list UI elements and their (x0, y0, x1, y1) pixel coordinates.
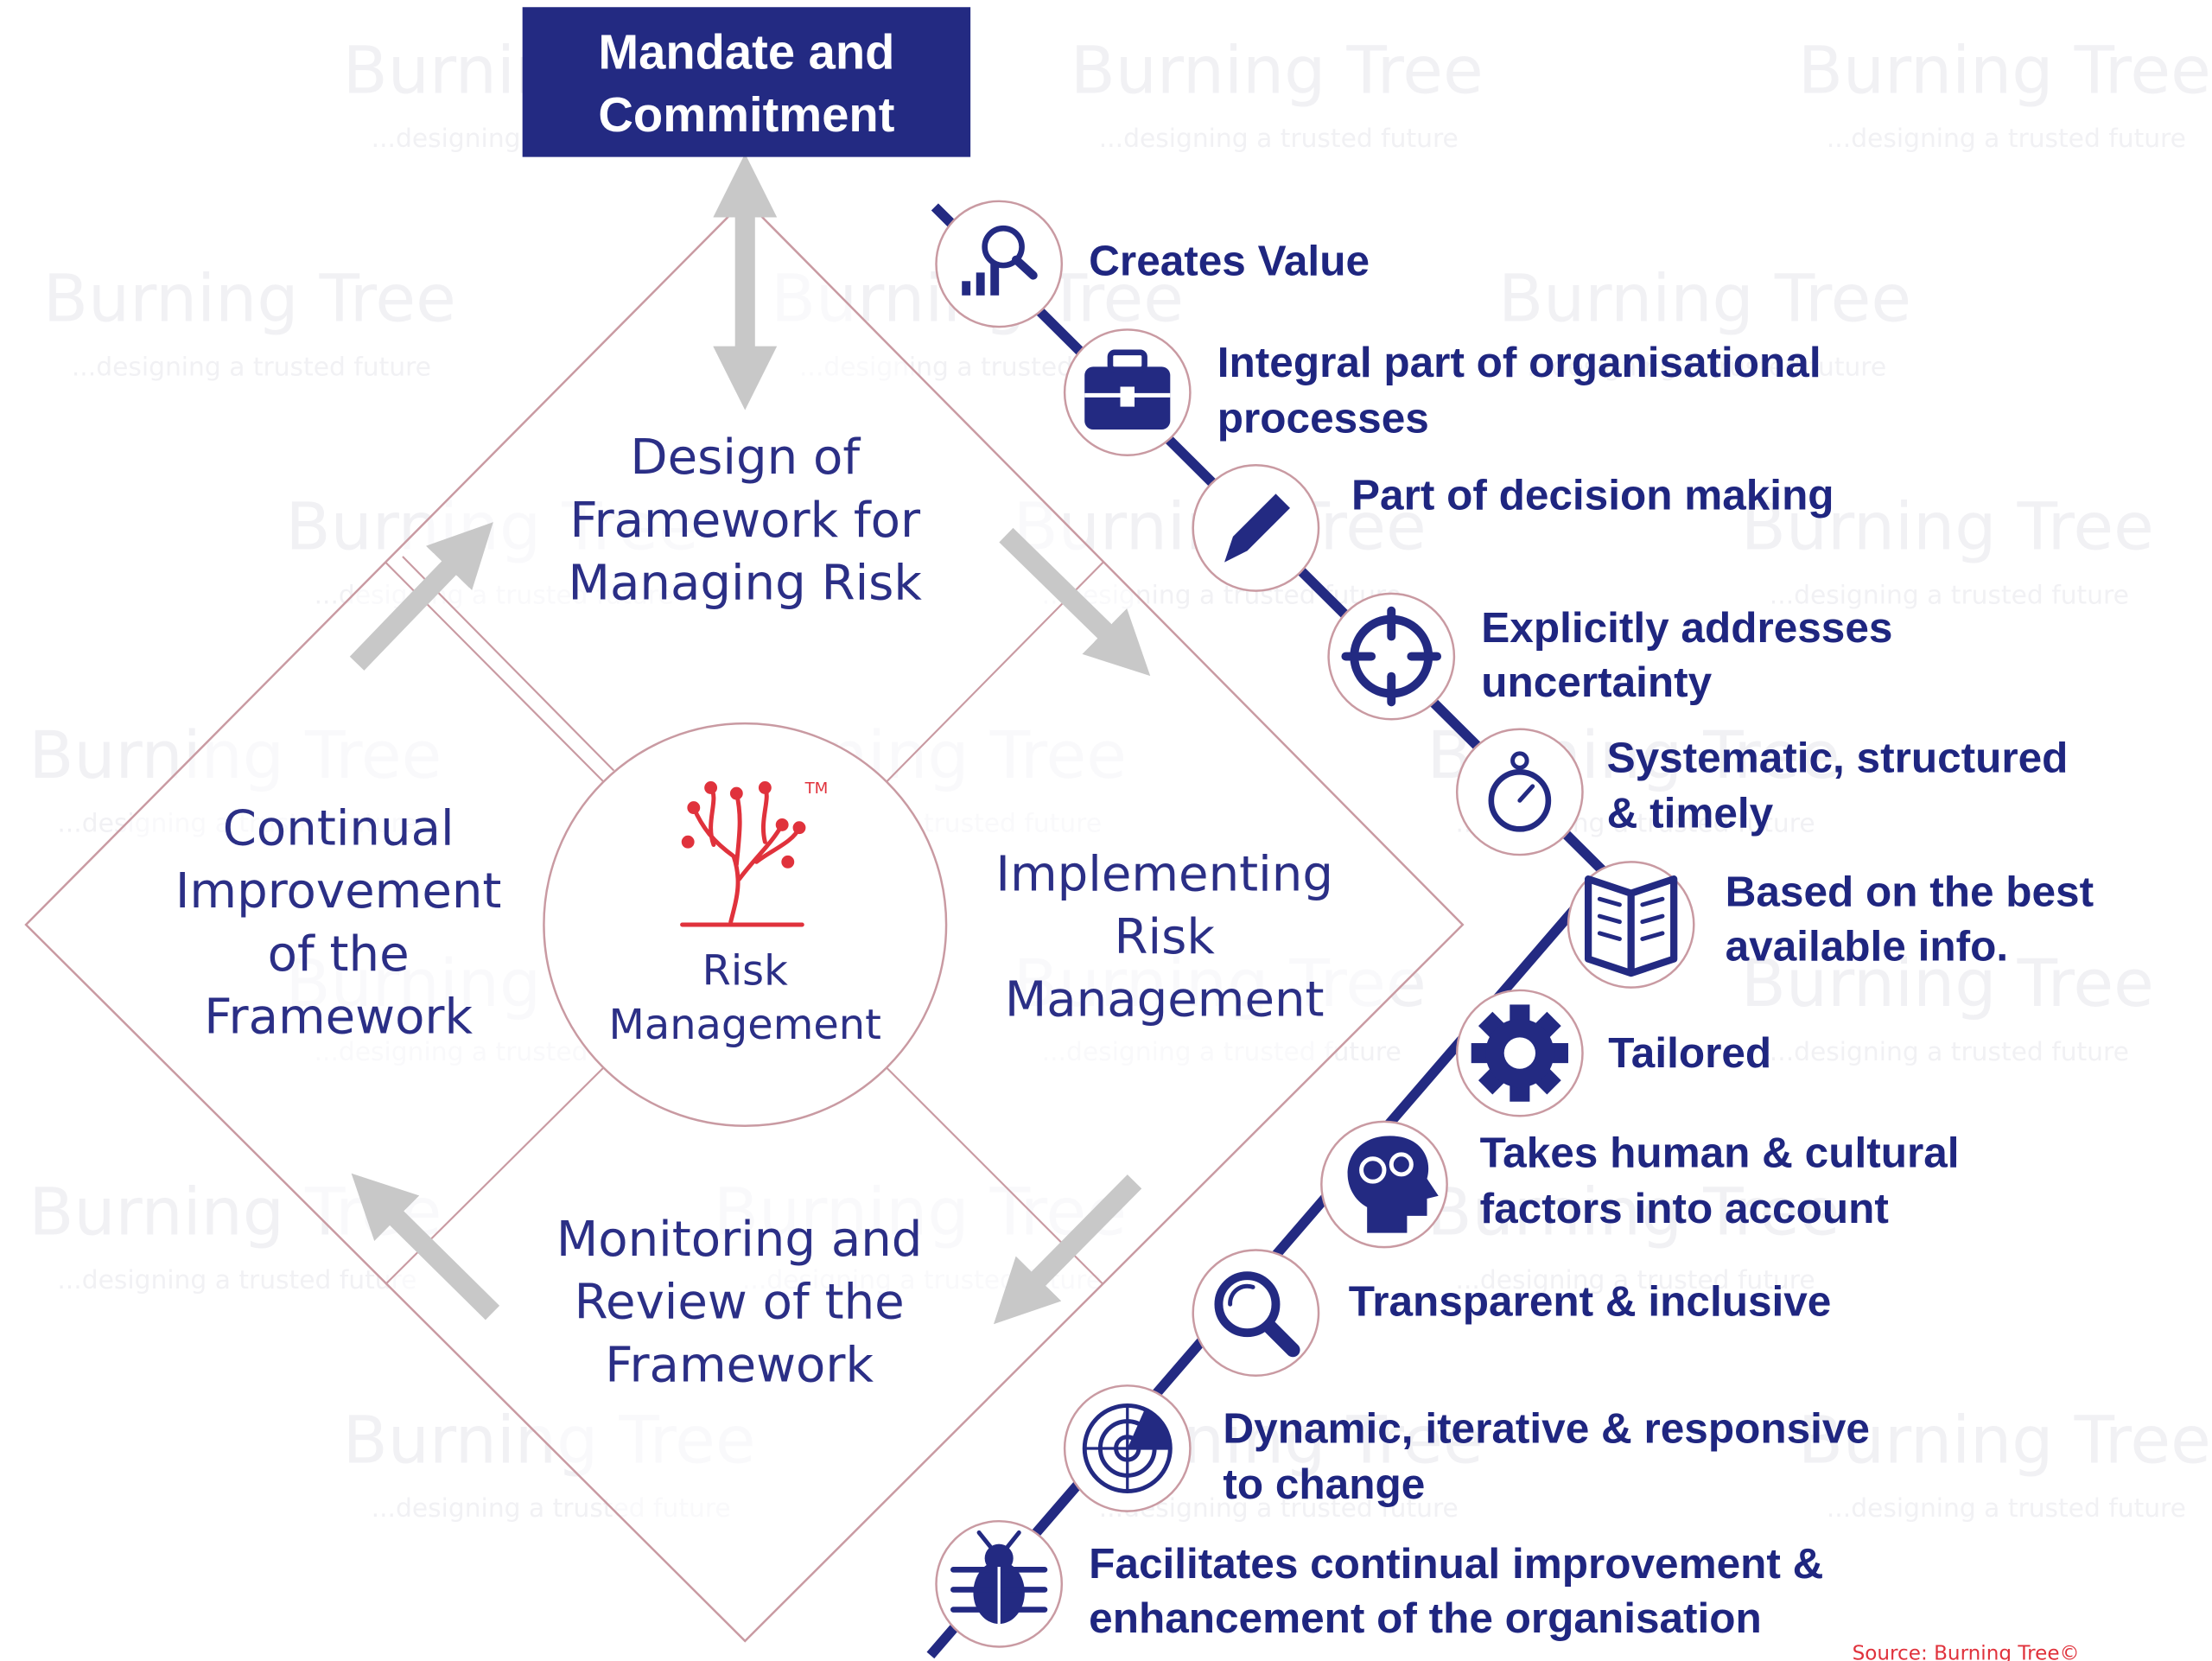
top-quadrant-line-3: Managing Risk (569, 556, 923, 612)
watermark-text: Burning Tree (1741, 945, 2154, 1021)
principle-item: Creates Value (935, 200, 1370, 328)
cycle-arrows (349, 153, 1151, 1325)
watermark-text: Burning Tree (1798, 1402, 2211, 1478)
left-quadrant-line-1: Continual (223, 801, 454, 857)
watermark-text: Burning Tree (1798, 32, 2211, 108)
principle-item: Based on the best available info. (1567, 861, 2094, 989)
principle-label: Explicitly addresses (1481, 604, 1892, 652)
watermark-tagline: ...designing a trusted future (1099, 124, 1459, 154)
watermark-tagline: ...designing a trusted future (1770, 580, 2129, 610)
principle-item: Part of decision making (1192, 464, 1834, 592)
principle-label: Dynamic, iterative & responsive (1223, 1404, 1870, 1452)
watermark-text: Burning Tree (43, 261, 456, 337)
watermark-tagline: ...designing a trusted future (72, 352, 431, 382)
principle-label: Facilitates continual improvement & (1089, 1540, 1823, 1588)
tree-logo-icon (680, 781, 806, 927)
bottom-quadrant-line-3: Framework (605, 1337, 874, 1393)
left-quadrant-line-4: Framework (204, 989, 473, 1045)
principle-label: Takes human & cultural (1480, 1130, 1960, 1177)
principle-label: enhancement of the organisation (1089, 1594, 1762, 1642)
principle-item: Explicitly addresses uncertainty (1327, 592, 1892, 721)
principle-label: Transparent & inclusive (1349, 1277, 1832, 1325)
stopwatch-icon (1488, 751, 1552, 832)
bug-icon (950, 1530, 1048, 1625)
watermark-tagline: ...designing a trusted future (1827, 1493, 2186, 1524)
center-label-line-2: Management (609, 1002, 881, 1049)
top-quadrant-line-2: Framework for (569, 493, 921, 549)
arrow-down-left (993, 1174, 1142, 1325)
right-quadrant-line-2: Risk (1115, 909, 1216, 965)
principle-label: Tailored (1608, 1029, 1771, 1077)
watermark-text: Burning Tree (1498, 261, 1911, 337)
watermark-tagline: ...designing a trusted future (57, 1265, 416, 1295)
watermark-tagline: ...designing a trusted future (1527, 352, 1886, 382)
mandate-title-line-2: Commitment (598, 87, 894, 142)
watermark-text: Burning Tree (1427, 1174, 1840, 1250)
principle-label: to change (1223, 1461, 1425, 1508)
gear-icon (1471, 1004, 1568, 1102)
mandate-box (522, 7, 971, 157)
principle-label: Creates Value (1089, 238, 1370, 285)
source-credit: Source: Burning Tree© (1853, 1642, 2080, 1661)
radar-icon (1082, 1403, 1173, 1493)
watermark-tagline: ...designing a trusted future (1827, 124, 2186, 154)
watermark-text: Burning Tree (1071, 32, 1484, 108)
pencil-icon (1224, 493, 1291, 563)
watermark-text: Burning Tree (1741, 489, 2154, 565)
principle-label: Integral part of organisational (1217, 339, 1821, 386)
left-quadrant-line-2: Improvement (175, 863, 502, 920)
principle-item: Takes human & cultural factors into accou… (1320, 1120, 1960, 1249)
arrow-up-right (349, 522, 493, 671)
trademark-mark: TM (804, 780, 829, 798)
mandate-title-line-1: Mandate and (598, 24, 894, 79)
right-quadrant-line-1: Implementing (995, 846, 1333, 902)
principle-label: Part of decision making (1351, 471, 1834, 519)
principle-label: uncertainty (1481, 659, 1712, 706)
crosshair-icon (1341, 606, 1442, 707)
principle-label: Based on the best (1726, 869, 2094, 916)
right-quadrant-line-3: Management (1005, 972, 1325, 1028)
principle-item: Dynamic, iterative & responsive to change (1063, 1384, 1870, 1512)
principle-label: factors into account (1480, 1185, 1889, 1232)
principle-label: Systematic, structured (1607, 734, 2069, 781)
principle-item: Transparent & inclusive (1192, 1249, 1832, 1377)
principle-icon-circle (1192, 1249, 1320, 1377)
book-icon (1584, 875, 1678, 977)
head-gears-icon (1347, 1136, 1439, 1233)
principle-label: & timely (1607, 790, 1774, 837)
principle-item: Tailored (1455, 989, 1771, 1117)
principle-label: processes (1217, 394, 1429, 442)
bottom-quadrant-line-1: Monitoring and (556, 1212, 923, 1268)
principle-item: Systematic, structured & timely (1455, 728, 2069, 856)
principle-item: Integral part of organisational processes (1063, 328, 1821, 456)
watermark-tagline: ...designing a trusted future (1456, 1265, 1815, 1295)
chart-magnifier-icon (962, 225, 1038, 296)
center-label-line-1: Risk (702, 947, 789, 995)
principle-icon-circle (1327, 592, 1456, 721)
magnifier-icon (1214, 1271, 1300, 1358)
arrow-up-left (351, 1173, 500, 1321)
principle-item: Facilitates continual improvement & enhan… (935, 1519, 1823, 1648)
briefcase-icon (1084, 349, 1171, 430)
left-quadrant-line-3: of the (268, 926, 410, 983)
watermark-tagline: ...designing a trusted future (1770, 1037, 2129, 1067)
principle-label: available info. (1726, 922, 2008, 970)
top-quadrant-line-1: Design of (630, 430, 861, 486)
bottom-quadrant-line-2: Review of the (575, 1275, 905, 1331)
arrow-down-right (999, 527, 1151, 677)
principle-icon-circle (1455, 728, 1584, 856)
